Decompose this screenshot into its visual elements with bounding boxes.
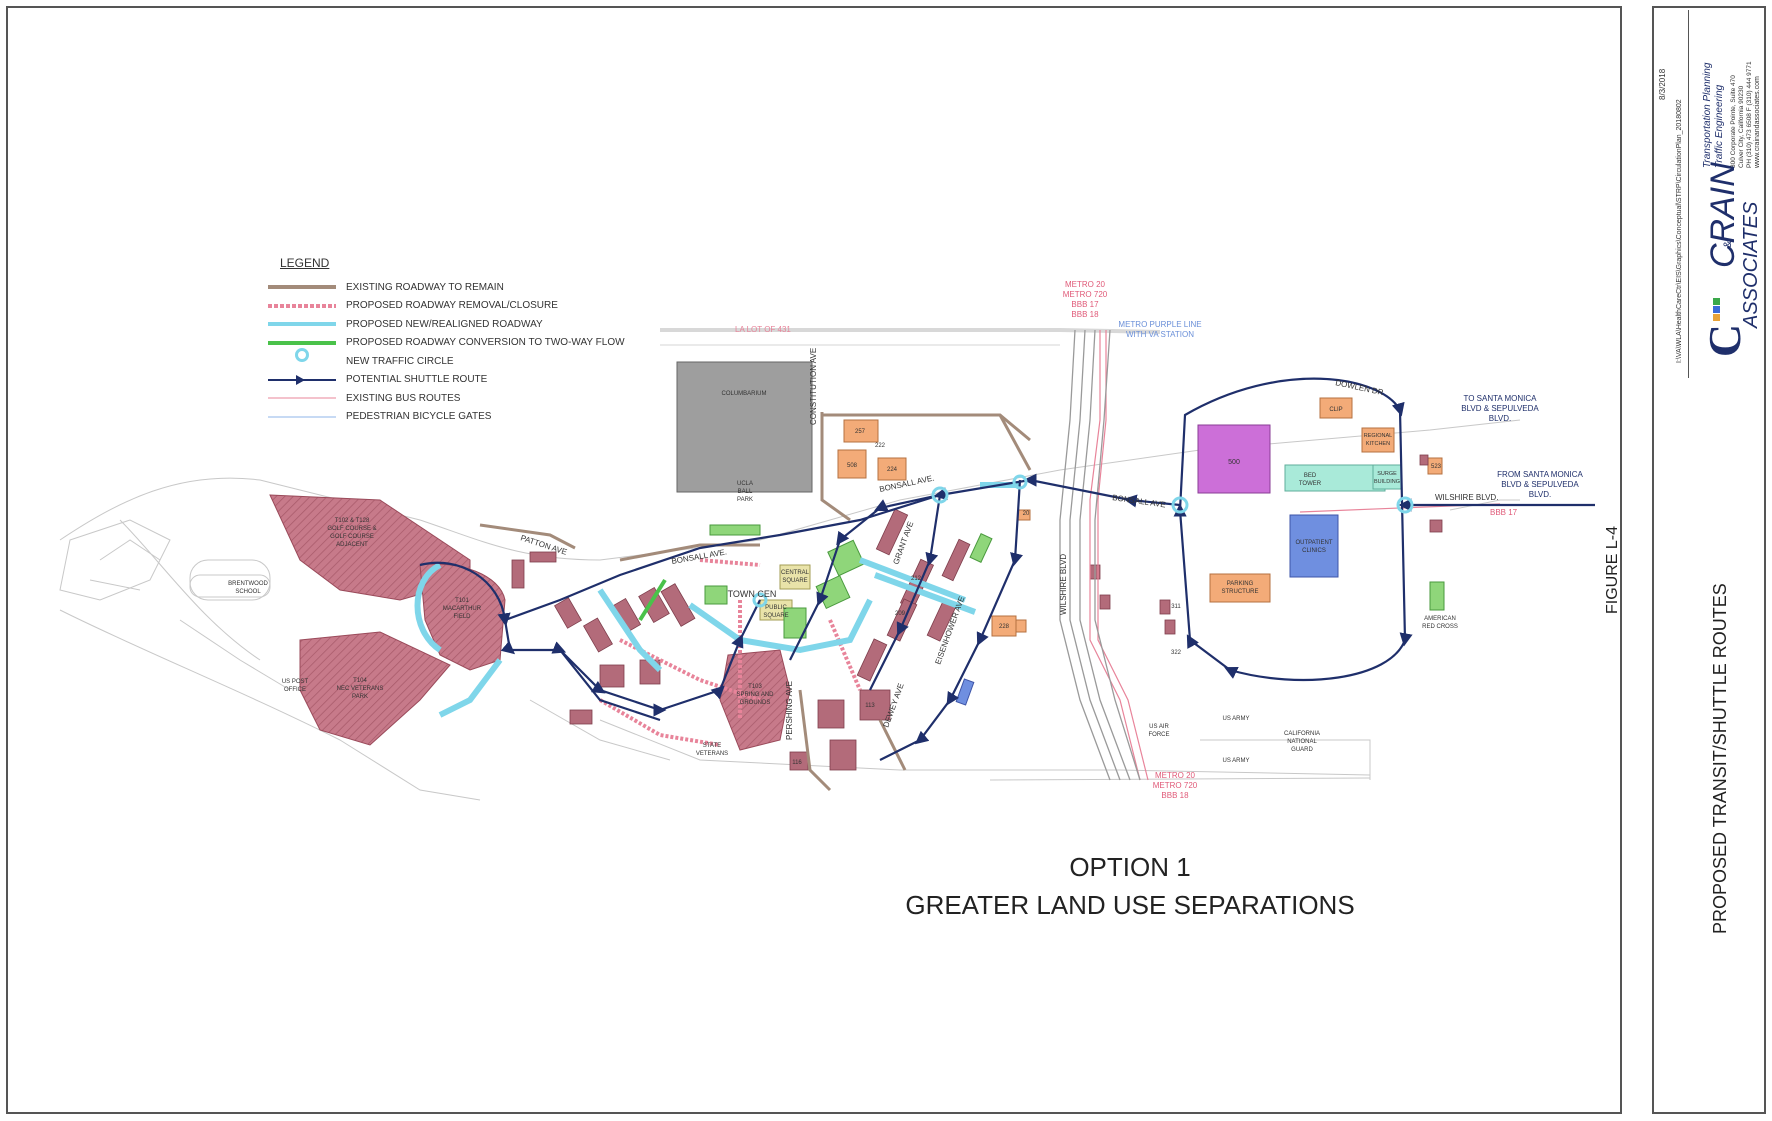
legend-label: EXISTING ROADWAY TO REMAIN	[346, 281, 504, 293]
firm-divider	[1688, 10, 1689, 378]
legend-item: PROPOSED ROADWAY REMOVAL/CLOSURE	[268, 297, 625, 316]
legend-symbol	[268, 337, 336, 349]
firm-line-2: Traffic Engineering	[1714, 84, 1725, 168]
logo-blue-square	[1713, 306, 1720, 313]
firm-line-1: Transportation Planning	[1702, 62, 1713, 168]
firm-addr-2: Culver City, California 90230	[1738, 85, 1745, 168]
legend-circle-icon	[295, 348, 309, 363]
firm-amp: &	[1722, 240, 1734, 248]
legend-line	[268, 322, 336, 327]
legend-line	[268, 285, 336, 290]
legend-label: POTENTIAL SHUTTLE ROUTE	[346, 374, 488, 386]
figure-date: 8/3/2018	[1658, 68, 1667, 100]
legend-symbol	[268, 348, 336, 367]
legend-label: PROPOSED NEW/REALIGNED ROADWAY	[346, 318, 543, 330]
logo-mark: C	[1699, 323, 1751, 358]
legend-item: PROPOSED ROADWAY CONVERSION TO TWO-WAY F…	[268, 334, 625, 353]
legend-item: PROPOSED NEW/REALIGNED ROADWAY	[268, 315, 625, 334]
legend-label: PROPOSED ROADWAY REMOVAL/CLOSURE	[346, 300, 558, 312]
legend-symbol	[268, 318, 336, 330]
traffic-circles	[752, 474, 1414, 608]
firm-phone: PH (310) 473 6508 F (310) 444 9771	[1746, 61, 1753, 168]
option-line-2: GREATER LAND USE SEPARATIONS	[905, 890, 1355, 920]
firm-name: CRAIN	[1704, 162, 1742, 268]
legend-line	[268, 340, 336, 345]
legend-label: NEW TRAFFIC CIRCLE	[346, 355, 454, 367]
legend-symbol	[268, 411, 336, 423]
background-context	[59, 328, 1521, 801]
option-title: OPTION 1 GREATER LAND USE SEPARATIONS	[900, 848, 1360, 924]
firm-addr-1: 300 Corporate Pointe, Suite 470	[1730, 75, 1737, 168]
title-block: PROPOSED TRANSIT/SHUTTLE ROUTES 8/3/2018…	[1652, 6, 1766, 1114]
logo-green-square	[1713, 298, 1720, 305]
firm-logo: C	[1696, 278, 1766, 358]
figure-path: I:\VA\WLA\HealthCareCtr\EIS\Graphics\Con…	[1676, 99, 1683, 363]
building-footprints	[511, 454, 1443, 771]
legend-item: EXISTING BUS ROUTES	[268, 389, 625, 408]
figure-title: PROPOSED TRANSIT/SHUTTLE ROUTES	[1710, 583, 1730, 934]
drawing-sheet-border	[6, 6, 1622, 1114]
legend-line	[268, 416, 336, 418]
legend-line	[268, 378, 336, 381]
legend-symbol	[268, 374, 336, 386]
legend: LEGEND EXISTING ROADWAY TO REMAIN PROPOSE…	[268, 256, 625, 426]
legend-symbol	[268, 392, 336, 404]
legend-item: NEW TRAFFIC CIRCLE	[268, 348, 625, 371]
legend-label: EXISTING BUS ROUTES	[346, 392, 461, 404]
logo-orange-square	[1713, 314, 1720, 321]
legend-item: POTENTIAL SHUTTLE ROUTE	[268, 371, 625, 390]
shuttle-routes	[419, 377, 1595, 761]
option-line-1: OPTION 1	[1069, 852, 1191, 882]
figure-label: FIGURE L-4	[1604, 525, 1621, 614]
legend-label: PEDESTRIAN BICYCLE GATES	[346, 411, 492, 423]
legend-symbol	[268, 281, 336, 293]
legend-item: EXISTING ROADWAY TO REMAIN	[268, 278, 625, 297]
legend-line	[268, 303, 336, 308]
legend-label: PROPOSED ROADWAY CONVERSION TO TWO-WAY F…	[346, 337, 625, 349]
firm-associates: ASSOCIATES	[1740, 201, 1762, 328]
legend-items: EXISTING ROADWAY TO REMAIN PROPOSED ROADW…	[268, 278, 625, 426]
legend-line	[268, 397, 336, 399]
legend-item: PEDESTRIAN BICYCLE GATES	[268, 408, 625, 427]
legend-title: LEGEND	[280, 256, 330, 270]
firm-web: www.crainandassociates.com	[1754, 76, 1761, 168]
legend-symbol	[268, 300, 336, 312]
